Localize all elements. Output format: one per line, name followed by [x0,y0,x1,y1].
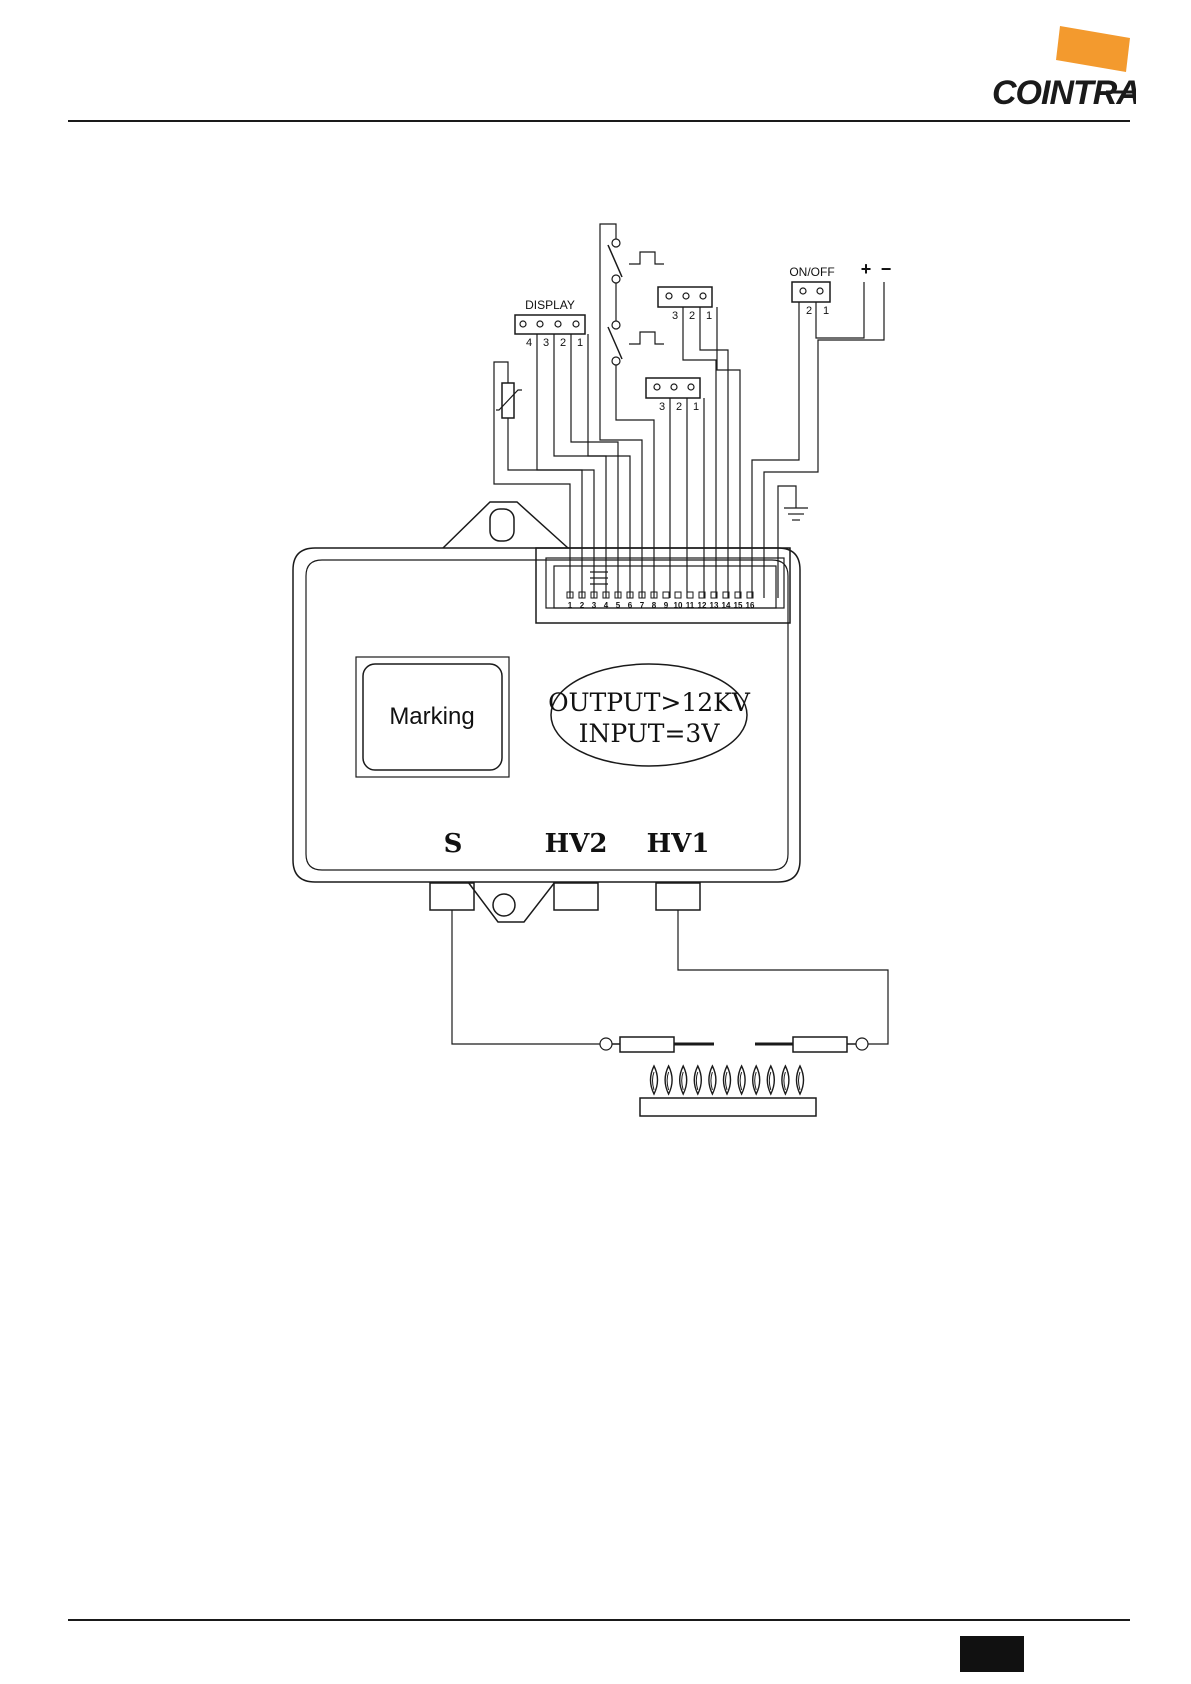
connector-a-pin: 1 [706,310,712,322]
flame-inner-mark [711,1072,713,1090]
terminal-pin-10 [675,592,681,598]
electrode-right [755,1037,868,1052]
port-hv1-label: HV1 [647,829,710,859]
socket-hv1 [656,883,700,910]
terminal-pin-label: 16 [746,601,755,610]
display-pin: 1 [577,337,583,349]
port-s-label: S [444,829,463,859]
connector-b-pin: 1 [693,401,699,413]
flame-inner-mark [653,1072,655,1090]
page-number-badge [960,1636,1024,1672]
bottom-mounting-hole [493,894,515,916]
terminal-pin-label: 9 [664,601,669,610]
bottom-mounting-tab [468,882,555,922]
connector-a: 3 2 1 [658,287,712,323]
display-title: DISPLAY [525,298,575,312]
socket-s [430,883,474,910]
hv-wiring [452,910,888,1044]
terminal-pin-label: 8 [652,601,657,610]
input-rating: INPUT=3V [579,719,721,748]
flame-inner-mark [667,1072,669,1090]
terminal-pin-label: 13 [710,601,719,610]
power-minus-label: − [881,259,892,279]
connector-a-pin: 2 [689,310,695,322]
marking-label: Marking [389,703,474,730]
terminal-pin-label: 11 [686,601,695,610]
flame-inner-mark [696,1072,698,1090]
flame-inner-mark [784,1072,786,1090]
onoff-title: ON/OFF [789,265,834,279]
control-wiring [537,224,884,598]
terminal-pin-label: 4 [604,601,609,610]
terminal-pin-label: 10 [674,601,683,610]
connector-a-pin: 3 [672,310,678,322]
ground-symbol [778,486,808,598]
terminal-pin-9 [663,592,669,598]
display-connector: DISPLAY 4 3 2 1 [515,298,585,350]
terminal-pin-11 [687,592,693,598]
flame-inner-mark [799,1072,801,1090]
terminal-pin-label: 6 [628,601,633,610]
thermistor [494,362,582,598]
top-mounting-hole [490,509,514,541]
display-pin: 2 [560,337,566,349]
display-pin: 4 [526,337,532,349]
connector-b-pin: 2 [676,401,682,413]
output-rating: OUTPUT>12KV [548,688,751,717]
terminal-pin-label: 15 [734,601,743,610]
display-pin: 3 [543,337,549,349]
connector-b-pin: 3 [659,401,665,413]
connector-b: 3 2 1 [646,378,700,414]
flame-inner-mark [769,1072,771,1090]
burner-flames [651,1066,804,1094]
terminal-pin-label: 12 [698,601,707,610]
microswitch-lower [608,321,664,365]
terminal-pin-label: 7 [640,601,645,610]
electrode-left [600,1037,714,1052]
onoff-pin: 2 [806,305,812,317]
socket-hv2 [554,883,598,910]
onoff-pin: 1 [823,305,829,317]
terminal-pin-label: 2 [580,601,585,610]
flame-inner-mark [726,1072,728,1090]
terminal-pin-label: 1 [568,601,573,610]
burner-bar [640,1098,816,1116]
flame-inner-mark [740,1072,742,1090]
power-plus-label: + [861,259,872,279]
microswitch-upper [608,239,664,283]
flame-inner-mark [755,1072,757,1090]
flame-inner-mark [682,1072,684,1090]
port-hv2-label: HV2 [545,829,608,859]
terminal-pin-label: 5 [616,601,621,610]
terminal-pin-label: 3 [592,601,597,610]
onoff-connector: ON/OFF 2 1 [789,265,834,318]
terminal-pin-label: 14 [722,601,731,610]
